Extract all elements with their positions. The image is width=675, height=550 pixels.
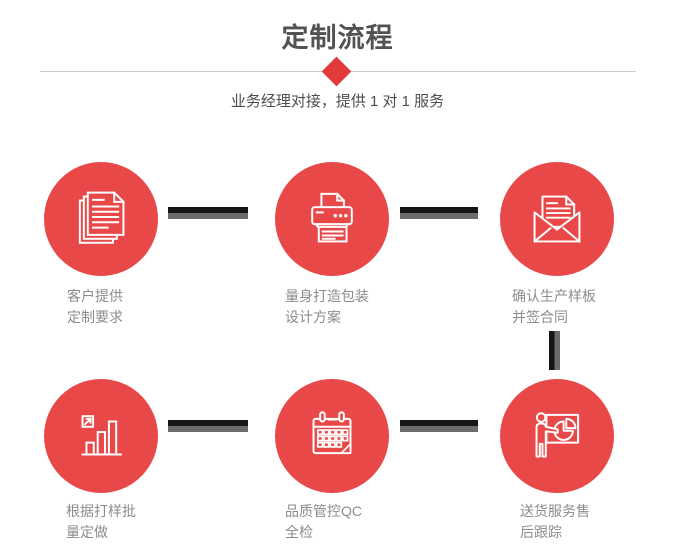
presentation-icon	[524, 403, 590, 469]
step-caption-5: 品质管控QC 全检	[285, 501, 362, 543]
step-circle-6	[500, 379, 614, 493]
step-caption-6: 送货服务售后跟踪	[520, 501, 590, 543]
page-subtitle: 业务经理对接，提供 1 对 1 服务	[230, 93, 445, 110]
envelope-icon	[524, 186, 590, 252]
caption-line: 设计方案	[285, 309, 341, 325]
page-title: 定制流程	[281, 23, 394, 53]
step-circle-1	[44, 162, 158, 276]
caption-line: 量身打造包装	[285, 288, 369, 304]
caption-line: 后跟踪	[520, 524, 562, 540]
caption-line: 确认生产样板	[512, 288, 596, 304]
connector-step5-step6	[400, 420, 478, 432]
caption-line: 客户提供	[67, 288, 123, 304]
calendar-icon	[299, 403, 365, 469]
connector-step2-step3	[400, 207, 478, 219]
caption-line: 品质管控QC	[285, 503, 362, 519]
caption-line: 全检	[285, 524, 313, 540]
caption-line: 并签合同	[512, 309, 568, 325]
step-caption-3: 确认生产样板并签合同	[512, 286, 596, 328]
bar-chart-icon	[68, 403, 134, 469]
diamond-icon	[321, 56, 352, 87]
step-circle-4	[44, 379, 158, 493]
connector-step4-step5	[168, 420, 248, 432]
step-circle-3	[500, 162, 614, 276]
printer-icon	[299, 186, 365, 252]
caption-line: 量定做	[66, 524, 108, 540]
step-circle-5	[275, 379, 389, 493]
connector-step3-step6	[549, 331, 560, 370]
caption-line: 定制要求	[67, 309, 123, 325]
step-circle-2	[275, 162, 389, 276]
step-caption-4: 根据打样批量定做	[66, 501, 136, 543]
documents-icon	[68, 186, 134, 252]
connector-step1-step2	[168, 207, 248, 219]
caption-line: 送货服务售	[520, 503, 590, 519]
step-caption-1: 客户提供定制要求	[67, 286, 123, 328]
caption-line: 根据打样批	[66, 503, 136, 519]
step-caption-2: 量身打造包装设计方案	[285, 286, 369, 328]
